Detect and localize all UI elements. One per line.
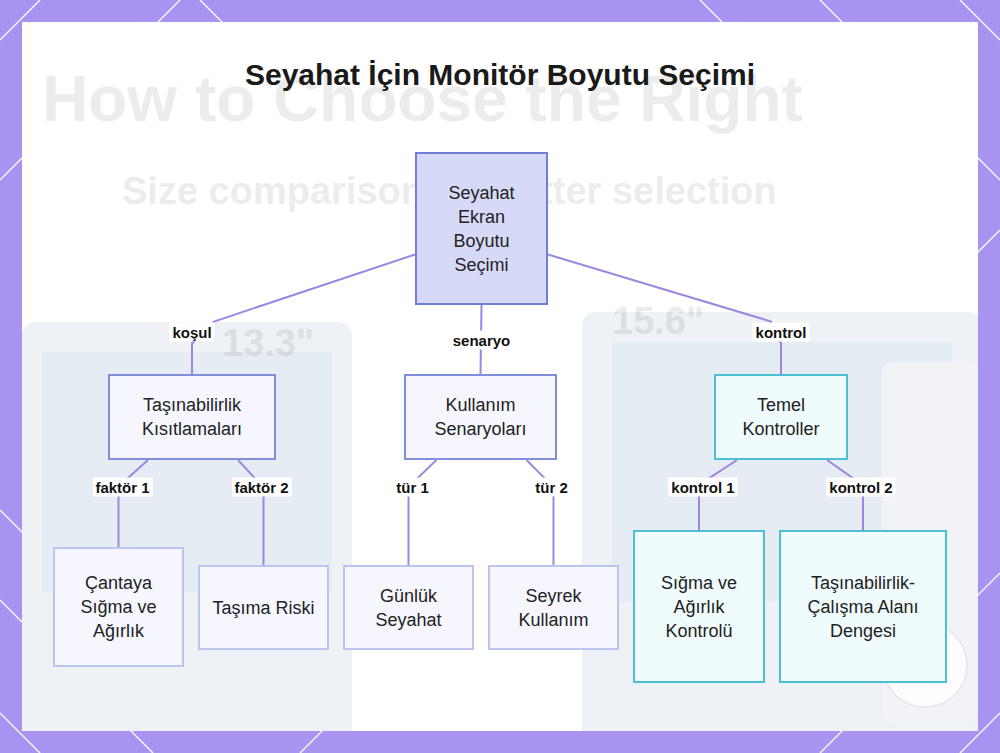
watermark-text: 15.6" xyxy=(612,300,704,343)
connector-line xyxy=(409,460,437,565)
category-box: Taşınabilirlik Kısıtlamaları xyxy=(108,374,276,460)
control-box: Taşınabilirlik-Çalışma Alanı Dengesi xyxy=(779,530,947,683)
node-label: Seyahat Ekran Boyutu Seçimi xyxy=(445,181,518,277)
category-box: Günlük Seyahat xyxy=(343,565,474,650)
connector-line xyxy=(548,255,781,374)
category-box: Çantaya Sığma ve Ağırlık xyxy=(53,547,184,667)
watermark-text: 13.3" xyxy=(222,322,314,365)
edge-label: koşul xyxy=(169,322,214,341)
connector-line xyxy=(119,460,149,547)
connector-line xyxy=(238,460,264,565)
node-label: Taşıma Riski xyxy=(212,596,314,620)
edge-label: tür 2 xyxy=(532,478,571,497)
category-box: Taşıma Riski xyxy=(198,565,329,650)
edge-label: tür 1 xyxy=(393,478,432,497)
node-label: Temel Kontroller xyxy=(730,393,832,441)
diagram-title: Seyahat İçin Monitör Boyutu Seçimi xyxy=(0,58,1000,92)
control-box: Sığma ve Ağırlık Kontrolü xyxy=(633,530,765,683)
node-label: Taşınabilirlik-Çalışma Alanı Dengesi xyxy=(795,571,931,643)
root-box: Seyahat Ekran Boyutu Seçimi xyxy=(415,152,548,305)
node-label: Günlük Seyahat xyxy=(357,584,460,632)
node-label: Taşınabilirlik Kısıtlamaları xyxy=(120,393,264,441)
edge-label: senaryo xyxy=(450,330,514,349)
node-label: Sığma ve Ağırlık Kontrolü xyxy=(649,571,749,643)
node-label: Kullanım Senaryoları xyxy=(416,393,545,441)
edge-label: kontrol xyxy=(753,322,810,341)
category-box: Seyrek Kullanım xyxy=(488,565,619,650)
control-box: Temel Kontroller xyxy=(714,374,848,460)
connector-line xyxy=(192,255,415,374)
node-label: Seyrek Kullanım xyxy=(502,584,605,632)
edge-label: faktör 2 xyxy=(231,478,291,497)
connector-line xyxy=(527,460,554,565)
edge-label: faktör 1 xyxy=(92,478,152,497)
node-label: Çantaya Sığma ve Ağırlık xyxy=(67,571,170,643)
category-box: Kullanım Senaryoları xyxy=(404,374,557,460)
edge-label: kontrol 2 xyxy=(826,478,895,497)
edge-label: kontrol 1 xyxy=(668,478,737,497)
